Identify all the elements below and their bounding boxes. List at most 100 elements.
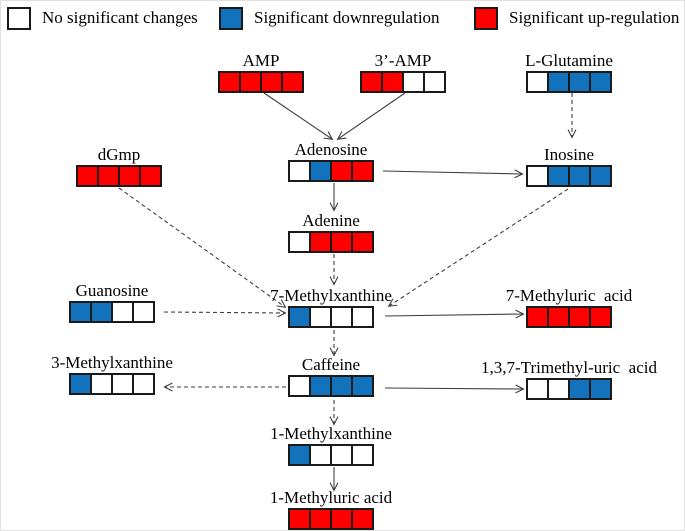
significance-cell-up xyxy=(260,71,283,93)
significance-cell-up xyxy=(309,508,332,530)
significance-cell-down xyxy=(547,165,570,187)
significance-strip xyxy=(288,508,374,530)
significance-cell-no-change xyxy=(288,160,311,182)
significance-cell-up xyxy=(351,231,374,253)
significance-cell-no-change xyxy=(288,231,311,253)
no-change-swatch-icon xyxy=(7,6,31,30)
significance-cell-down xyxy=(568,165,591,187)
significance-cell-no-change xyxy=(111,373,134,395)
edge-caffeine-to-tmua xyxy=(384,388,523,389)
significance-cell-up xyxy=(76,165,99,187)
metabolite-label: Adenine xyxy=(302,211,360,231)
metabolite-label: 1,3,7-Trimethyl-uric acid xyxy=(481,358,657,378)
metabolite-label: 3-Methylxanthine xyxy=(51,353,173,373)
metabolite-label: 3’-AMP xyxy=(374,51,432,71)
metabolite-label: AMP xyxy=(242,51,280,71)
significance-cell-up xyxy=(309,231,332,253)
significance-cell-down xyxy=(309,160,332,182)
significance-strip xyxy=(288,444,374,466)
significance-cell-no-change xyxy=(330,444,353,466)
node-adenosine: Adenosine xyxy=(288,141,374,182)
significance-cell-down xyxy=(351,375,374,397)
significance-strip xyxy=(526,378,612,400)
significance-strip xyxy=(526,306,612,328)
significance-strip xyxy=(288,306,374,328)
node-m7x: 7-Methylxanthine xyxy=(270,287,392,328)
significance-cell-no-change xyxy=(111,301,134,323)
edge-amp-to-adenosine xyxy=(263,92,332,139)
metabolite-label: 7-Methyluric acid xyxy=(505,286,633,306)
significance-cell-no-change xyxy=(309,444,332,466)
node-inosine: Inosine xyxy=(526,146,612,187)
significance-cell-up xyxy=(139,165,162,187)
significance-cell-up xyxy=(381,71,404,93)
node-lglutamine: L-Glutamine xyxy=(525,52,613,93)
significance-cell-down xyxy=(90,301,113,323)
significance-strip xyxy=(288,375,374,397)
significance-cell-no-change xyxy=(547,378,570,400)
significance-cell-up xyxy=(351,508,374,530)
node-m1ua: 1-Methyluric acid xyxy=(270,489,392,530)
significance-strip xyxy=(69,373,155,395)
significance-cell-no-change xyxy=(402,71,425,93)
significance-cell-up xyxy=(547,306,570,328)
node-caffeine: Caffeine xyxy=(288,356,374,397)
metabolite-label: dGmp xyxy=(97,145,141,165)
significance-cell-no-change xyxy=(526,378,549,400)
significance-cell-up xyxy=(288,508,311,530)
significance-cell-no-change xyxy=(351,306,374,328)
node-tmua: 1,3,7-Trimethyl-uric acid xyxy=(481,359,657,400)
metabolite-label: Inosine xyxy=(543,145,595,165)
node-guanosine: Guanosine xyxy=(69,282,155,323)
significance-strip xyxy=(526,71,612,93)
significance-cell-down xyxy=(589,71,612,93)
metabolite-label: Adenosine xyxy=(294,140,368,160)
significance-cell-down xyxy=(589,165,612,187)
node-m3x: 3-Methylxanthine xyxy=(51,354,173,395)
downregulation-swatch-icon xyxy=(219,6,243,30)
edge-guanosine-to-m7x xyxy=(163,312,285,313)
legend-label: Significant up-regulation xyxy=(509,8,680,27)
edge-adenosine-to-inosine xyxy=(382,171,522,174)
significance-cell-down xyxy=(288,306,311,328)
legend-label: No significant changes xyxy=(42,8,198,27)
significance-cell-up xyxy=(589,306,612,328)
significance-cell-up xyxy=(330,231,353,253)
significance-cell-no-change xyxy=(330,306,353,328)
significance-cell-down xyxy=(568,378,591,400)
metabolite-label: L-Glutamine xyxy=(525,51,613,71)
significance-cell-up xyxy=(568,306,591,328)
significance-cell-no-change xyxy=(132,301,155,323)
significance-cell-up xyxy=(330,160,353,182)
significance-cell-down xyxy=(69,373,92,395)
significance-cell-down xyxy=(568,71,591,93)
significance-strip xyxy=(526,165,612,187)
significance-cell-down xyxy=(330,375,353,397)
metabolite-label: Guanosine xyxy=(75,281,149,301)
metabolite-label: 7-Methylxanthine xyxy=(270,286,392,306)
significance-cell-up xyxy=(360,71,383,93)
node-dgmp: dGmp xyxy=(76,146,162,187)
significance-cell-no-change xyxy=(423,71,446,93)
node-adenine: Adenine xyxy=(288,212,374,253)
significance-cell-no-change xyxy=(288,375,311,397)
significance-cell-up xyxy=(330,508,353,530)
significance-cell-up xyxy=(239,71,262,93)
legend-item-downregulation: Significant downregulation xyxy=(219,4,440,32)
significance-cell-down xyxy=(309,375,332,397)
significance-cell-up xyxy=(97,165,120,187)
significance-cell-up xyxy=(118,165,141,187)
legend-label: Significant downregulation xyxy=(254,8,440,27)
legend-item-no-change: No significant changes xyxy=(7,4,198,32)
significance-cell-no-change xyxy=(309,306,332,328)
significance-cell-up xyxy=(218,71,241,93)
significance-strip xyxy=(288,231,374,253)
significance-strip xyxy=(69,301,155,323)
legend-item-upregulation: Significant up-regulation xyxy=(474,4,679,32)
node-amp3: 3’-AMP xyxy=(360,52,446,93)
significance-strip xyxy=(360,71,446,93)
metabolite-label: Caffeine xyxy=(301,355,361,375)
significance-cell-no-change xyxy=(526,71,549,93)
significance-cell-down xyxy=(69,301,92,323)
